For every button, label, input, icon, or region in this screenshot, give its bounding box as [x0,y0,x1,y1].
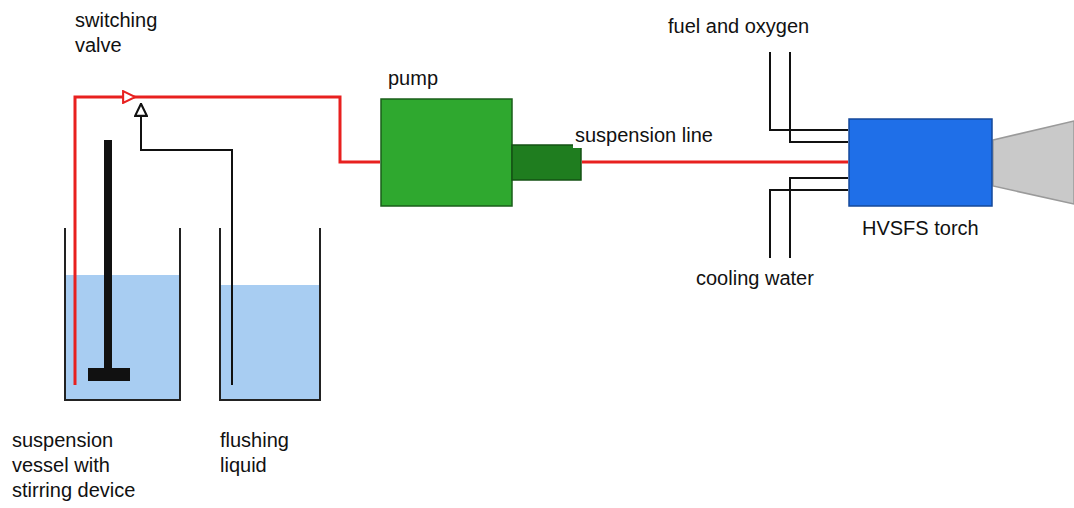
part-label: fuel and oxygen [668,14,809,39]
tube-line [146,97,380,162]
part-label: cooling water [696,266,814,291]
pump-body [381,99,512,206]
node-label: HVSFS torch [862,216,1062,241]
pump-shape [380,98,582,207]
suction-tube [74,228,77,385]
beaker-outline [220,228,320,400]
node-label: pump [388,66,508,91]
valve-body [136,96,146,99]
oxygen-line [790,52,848,142]
fuel-line [770,52,848,130]
hvsfs-torch: HVSFS torch [848,118,993,207]
hvsfs-torch-shape [848,118,993,207]
tube-line [141,103,232,228]
pump-outlet [512,145,581,180]
switching-valve-shape [136,91,146,103]
suction-tube [231,228,233,385]
suspension-vessel-shape [65,228,180,400]
switching-valve: switching valve [136,91,146,103]
beaker-outline [65,228,180,400]
torch-body [849,119,992,206]
pump: pump [380,98,582,207]
flame-jet [993,121,1074,204]
line-label: suspension line [573,123,715,148]
flushing-vessel-shape [220,228,320,400]
cooling-water-line [770,190,848,258]
stirrer-shaft [104,140,112,370]
tube-line [582,161,848,164]
node-label: switching valve [75,8,185,58]
suspension-vessel: suspension vessel with stirring device [65,228,180,400]
stirrer-blade [88,368,130,381]
cooling-water-line [790,178,848,258]
node-label: suspension vessel with stirring device [12,428,162,503]
liquid [220,285,320,400]
liquid [65,275,180,400]
node-label: flushing liquid [220,428,320,478]
flushing-vessel: flushing liquid [220,228,320,400]
